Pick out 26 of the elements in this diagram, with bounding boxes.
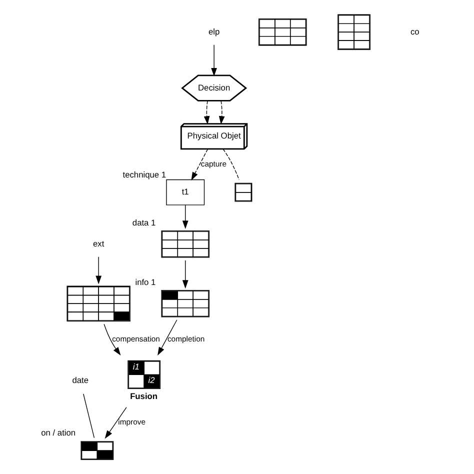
node-label: info 1 <box>134 276 156 287</box>
edge-label: completion <box>166 334 204 343</box>
arrow <box>210 44 216 76</box>
connector <box>222 148 239 180</box>
node-box: t1 <box>166 178 204 205</box>
edge-label: compensation <box>112 334 160 343</box>
node-label: Fusion <box>130 390 158 400</box>
arrow <box>190 148 208 180</box>
arrow <box>182 204 188 229</box>
node-text: elp <box>208 26 220 36</box>
arrow <box>182 260 188 288</box>
arrow <box>95 256 102 284</box>
node-text: ext <box>92 238 104 248</box>
node-label: technique 1 <box>122 168 166 179</box>
label: co <box>410 26 419 36</box>
node-label: data 1 <box>132 217 156 228</box>
arrow <box>104 406 126 438</box>
arrow <box>157 319 177 355</box>
connector <box>82 393 94 438</box>
arrow <box>103 323 120 356</box>
arrow <box>218 100 224 124</box>
edge-label: capture <box>200 158 226 168</box>
arrow <box>203 100 210 124</box>
edge-label: improve <box>118 417 145 426</box>
node-text: date <box>72 374 88 385</box>
node-label: on / ation <box>40 427 76 438</box>
